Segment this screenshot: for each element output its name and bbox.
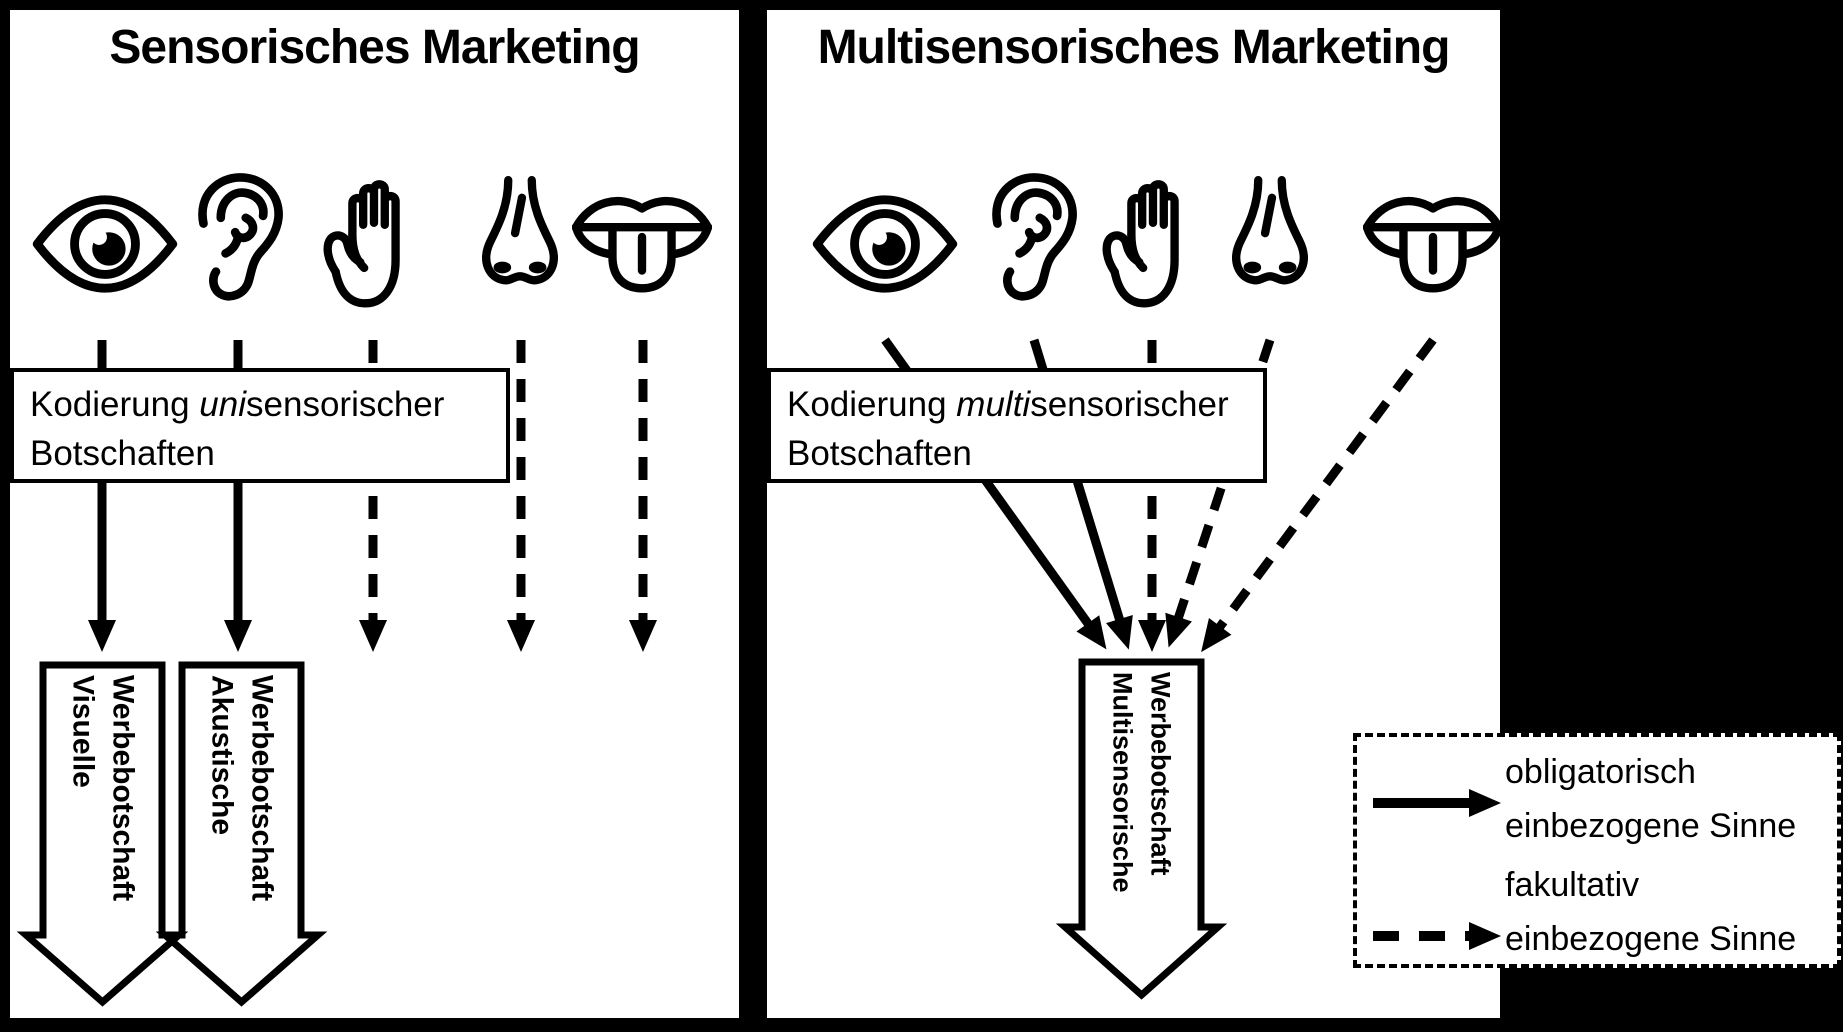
legend-item-obligatory: obligatorisch einbezogene Sinne <box>1505 753 1797 845</box>
ear-icon <box>190 168 290 308</box>
hand-icon <box>1099 163 1205 317</box>
nose-icon <box>470 172 570 308</box>
dashed-arrow-sample <box>1371 918 1503 954</box>
multisensory-message-label: Multisensorische Werbebotschaft <box>1107 672 1176 893</box>
left-panel-title: Sensorisches Marketing <box>109 21 640 74</box>
tongue-icon <box>572 178 712 308</box>
acoustic-message-arrow <box>155 661 328 1007</box>
eye-icon <box>810 190 960 298</box>
coding-box-line1: Kodierung multisensorischer <box>787 385 1229 424</box>
visual-message-arrow <box>16 661 189 1007</box>
coding-box: Kodierung multisensorischer Botschaften <box>767 368 1267 483</box>
nose-icon <box>1220 172 1320 308</box>
message-arrows <box>16 661 328 1007</box>
coding-box-line2: Botschaften <box>30 434 215 473</box>
coding-box-line2: Botschaften <box>787 434 972 473</box>
tongue-icon <box>1363 178 1503 308</box>
solid-arrow-sample <box>1371 785 1503 821</box>
multisensory-message-arrow <box>1055 658 1228 1000</box>
legend-box: obligatorisch einbezogene Sinne fakultat… <box>1353 733 1841 968</box>
visual-message-label: Visuelle Werbebotschaft <box>66 675 140 902</box>
hand-icon <box>320 163 426 317</box>
right-panel-title: Multisensorisches Marketing <box>817 21 1451 74</box>
coding-box-line1: Kodierung unisensorischer <box>30 385 445 424</box>
sensory-marketing-panel: Sensorisches Marketing <box>10 10 739 1018</box>
acoustic-message-label: Akustische Werbebotschaft <box>205 675 279 902</box>
message-arrow <box>1055 658 1228 1000</box>
legend-item-facultative: fakultativ einbezogene Sinne <box>1505 866 1797 958</box>
eye-icon <box>30 190 180 298</box>
tongue-flow-arrow <box>1201 337 1437 653</box>
ear-icon <box>984 168 1084 308</box>
coding-box: Kodierung unisensorischer Botschaften <box>10 368 510 483</box>
